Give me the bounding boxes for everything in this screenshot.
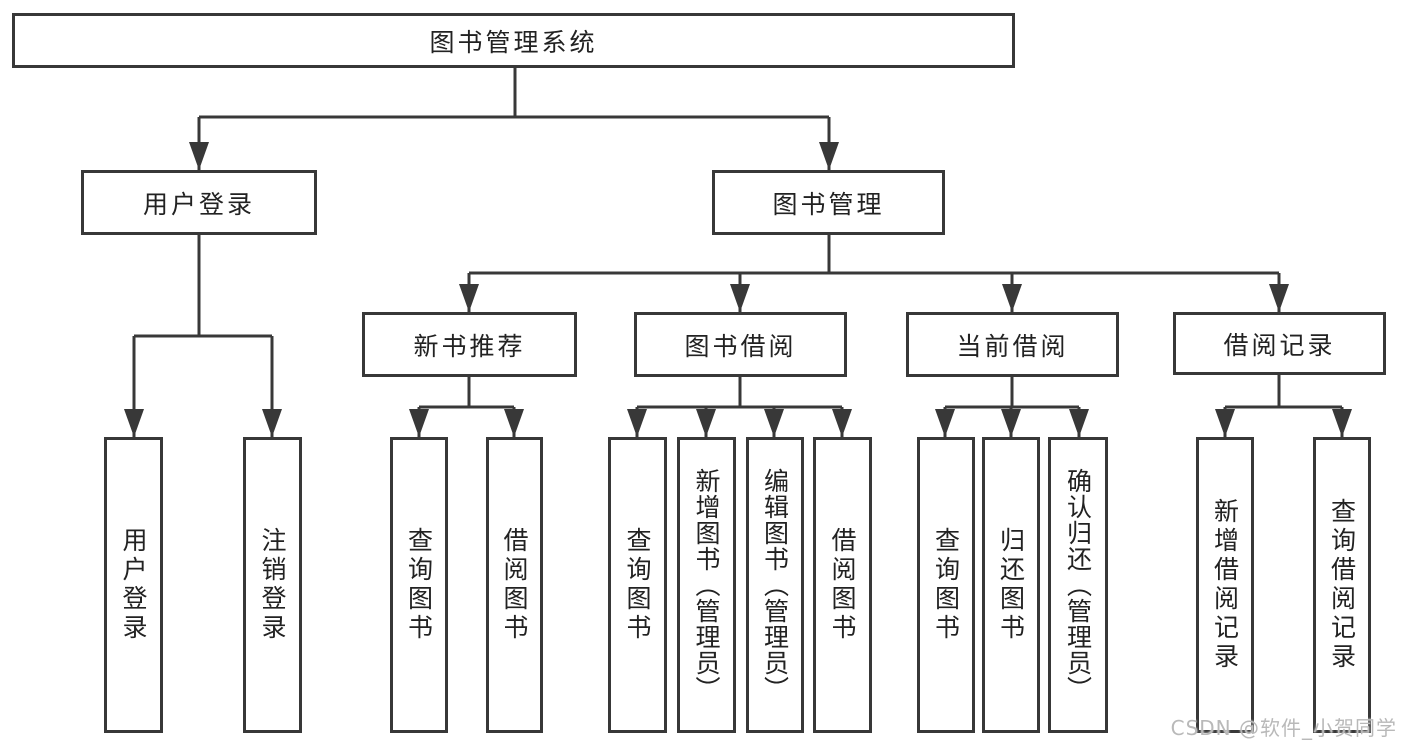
leaf-add-borrow-record: 新增借阅记录 [1196, 437, 1254, 733]
leaf-logout: 注销登录 [243, 437, 302, 733]
leaf-return-book: 归还图书 [982, 437, 1040, 733]
leaf-add-borrow-record-label: 新增借阅记录 [1210, 498, 1240, 672]
leaf-confirm-return-admin: 确认归还（管理员） [1048, 437, 1108, 733]
leaf-query-books-2: 查询图书 [608, 437, 667, 733]
leaf-query-borrow-record: 查询借阅记录 [1313, 437, 1371, 733]
leaf-logout-label: 注销登录 [258, 527, 287, 643]
leaf-borrow-books-1-label: 借阅图书 [500, 527, 529, 643]
leaf-query-books-2-label: 查询图书 [623, 527, 652, 643]
leaf-add-book-admin-label: 新增图书（管理员） [692, 468, 721, 702]
leaf-user-login: 用户登录 [104, 437, 163, 733]
node-book-borrow-label: 图书借阅 [684, 331, 797, 361]
node-book-borrow: 图书借阅 [634, 312, 847, 377]
leaf-borrow-books-2-label: 借阅图书 [828, 527, 857, 643]
leaf-return-book-label: 归还图书 [996, 527, 1026, 643]
leaf-user-login-label: 用户登录 [119, 527, 148, 643]
node-new-book-rec-label: 新书推荐 [413, 331, 526, 361]
node-borrow-records: 借阅记录 [1173, 312, 1386, 375]
leaf-query-books-3: 查询图书 [917, 437, 975, 733]
leaf-add-book-admin: 新增图书（管理员） [677, 437, 736, 733]
csdn-watermark: CSDN @软件_小贺同学 [1170, 716, 1397, 740]
node-current-borrow-label: 当前借阅 [956, 331, 1069, 361]
node-root: 图书管理系统 [12, 13, 1015, 68]
node-current-borrow: 当前借阅 [906, 312, 1119, 377]
node-new-book-rec: 新书推荐 [362, 312, 577, 377]
node-user-login: 用户登录 [81, 170, 317, 235]
leaf-query-books-1: 查询图书 [390, 437, 448, 733]
node-book-mgmt: 图书管理 [712, 170, 945, 235]
leaf-edit-book-admin-label: 编辑图书（管理员） [760, 468, 790, 702]
leaf-query-books-1-label: 查询图书 [404, 527, 434, 643]
leaf-edit-book-admin: 编辑图书（管理员） [746, 437, 804, 733]
node-borrow-records-label: 借阅记录 [1223, 330, 1336, 360]
node-root-label: 图书管理系统 [429, 27, 598, 57]
leaf-confirm-return-admin-label: 确认归还（管理员） [1063, 468, 1093, 702]
leaf-query-books-3-label: 查询图书 [931, 527, 961, 643]
node-user-login-label: 用户登录 [142, 189, 255, 219]
leaf-borrow-books-2: 借阅图书 [813, 437, 872, 733]
node-book-mgmt-label: 图书管理 [772, 189, 885, 219]
leaf-query-borrow-record-label: 查询借阅记录 [1327, 498, 1357, 672]
leaf-borrow-books-1: 借阅图书 [486, 437, 543, 733]
